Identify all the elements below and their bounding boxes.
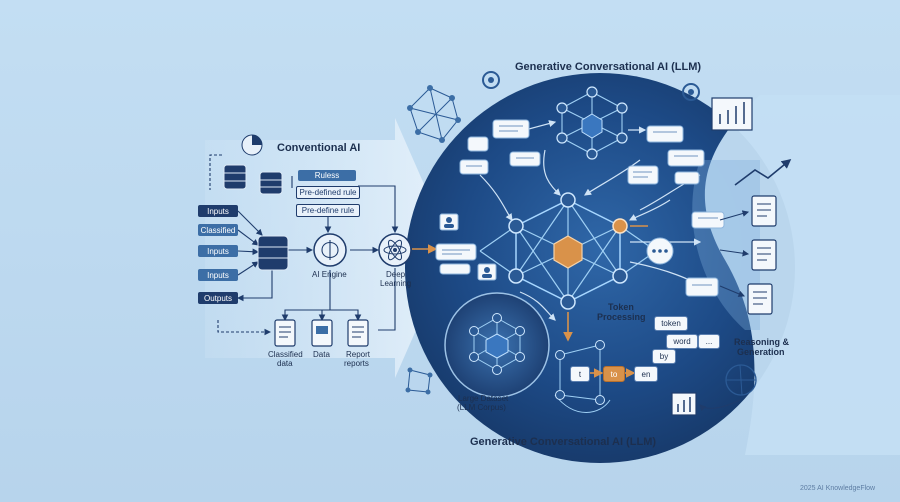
title-top: Generative Conversational AI (LLM)	[515, 61, 702, 73]
rule-box-3: Pre-define rule	[296, 204, 360, 217]
pie-icon	[241, 134, 263, 156]
output-documents	[747, 195, 777, 315]
input-box-3: Inputs	[198, 245, 238, 257]
chat-bubbles	[435, 119, 725, 297]
learning-label: Learning	[380, 279, 412, 288]
trend-arrow-icon	[734, 158, 792, 186]
input-box-2: Classified	[198, 224, 238, 236]
token-chip-word: word	[666, 334, 698, 349]
product-report-2: reports	[344, 359, 369, 368]
input-box-4: Inputs	[198, 269, 238, 281]
orange-flow-arrows	[412, 225, 648, 378]
product-classified-2: data	[277, 359, 293, 368]
seq-token-to: to	[603, 366, 625, 382]
white-flow-arrows	[479, 120, 702, 321]
token-chip-ellipsis: ...	[698, 334, 720, 349]
ai-engine-label: AI Engine	[312, 270, 347, 279]
dataset-label-2: (LLM Corpus)	[457, 403, 506, 412]
rule-box-1: Ruless	[298, 170, 356, 181]
dataset-label-1: Large Dataset	[458, 394, 509, 403]
input-box-1: Inputs	[198, 205, 238, 217]
rule-box-2: Pre-defined rule	[296, 186, 360, 199]
outputs-box: Outputs	[198, 292, 238, 304]
token-chip-token: token	[654, 316, 688, 331]
token-label-1: Token	[608, 302, 634, 312]
database-icons	[223, 164, 289, 271]
product-report-1: Report	[346, 350, 371, 359]
seq-token-t: t	[570, 366, 590, 382]
central-nodes	[508, 192, 628, 310]
llm-circle	[405, 73, 900, 463]
token-chip-by: by	[652, 349, 676, 364]
conventional-connectors	[209, 154, 399, 336]
globe-icon	[725, 364, 757, 396]
gear-icons	[482, 71, 700, 101]
reasoning-label-1: Reasoning &	[734, 337, 790, 347]
seq-token-en: en	[634, 366, 658, 382]
right-arrows	[699, 210, 750, 412]
product-data: Data	[313, 350, 330, 359]
title-bottom: Generative Conversational AI (LLM)	[470, 436, 657, 448]
deep-label: Deep	[386, 270, 406, 279]
reasoning-label-2: Generation	[737, 347, 785, 357]
title-conventional: Conventional AI	[277, 142, 361, 154]
token-label-2: Processing	[597, 312, 646, 322]
sequence-network	[554, 344, 611, 413]
footer-credit: 2025 AI KnowledgeFlow	[800, 485, 876, 492]
product-classified-1: Classified	[268, 350, 303, 359]
